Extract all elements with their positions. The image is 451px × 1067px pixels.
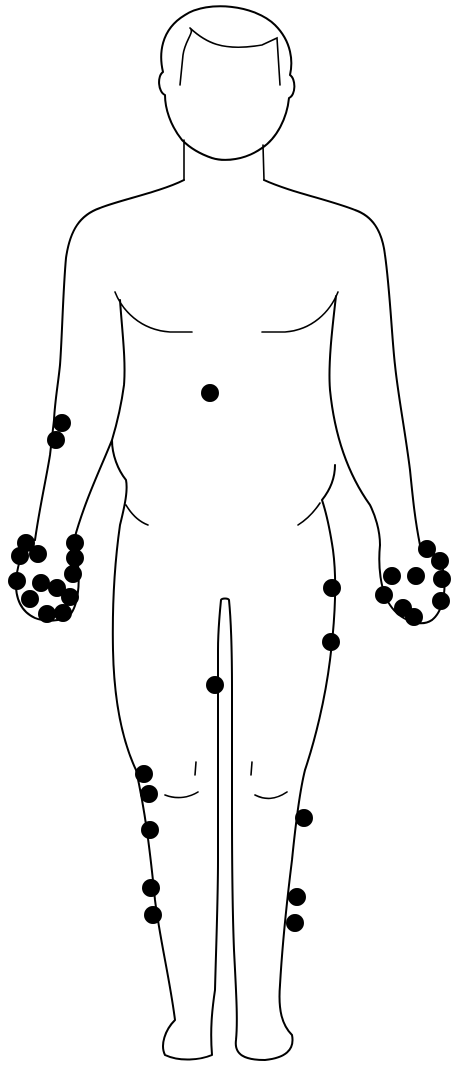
marker-dot: [11, 547, 29, 565]
marker-dot: [53, 414, 71, 432]
marker-dot: [322, 633, 340, 651]
hip-crease-left: [298, 503, 320, 525]
marker-dot: [286, 914, 304, 932]
marker-dot: [201, 384, 219, 402]
marker-dot: [135, 765, 153, 783]
marker-dot: [32, 574, 50, 592]
marker-dot: [405, 608, 423, 626]
knee-line-right: [165, 762, 198, 798]
marker-dot: [407, 567, 425, 585]
marker-dot: [431, 552, 449, 570]
hair-line: [180, 28, 280, 85]
marker-dot: [54, 604, 72, 622]
marker-dot: [61, 588, 79, 606]
knee-line-left: [251, 762, 287, 798]
marker-dot: [47, 431, 65, 449]
chest-line-left: [262, 292, 338, 332]
hip-crease-right: [126, 505, 148, 525]
head-outline: [159, 6, 294, 160]
marker-dot: [64, 565, 82, 583]
marker-dot: [141, 821, 159, 839]
marker-dot: [142, 879, 160, 897]
marker-dot: [29, 545, 47, 563]
marker-dot: [38, 605, 56, 623]
marker-dot: [8, 572, 26, 590]
marker-dot: [21, 590, 39, 608]
marker-dot: [383, 567, 401, 585]
body-outline: [16, 6, 445, 1060]
marker-dot: [433, 570, 451, 588]
marker-dot: [206, 676, 224, 694]
marker-dot: [140, 785, 158, 803]
marker-dot: [295, 809, 313, 827]
marker-layer: [8, 384, 451, 932]
body-silhouette: [35, 180, 420, 1060]
marker-dot: [375, 586, 393, 604]
chest-line-right: [115, 292, 192, 332]
marker-dot: [288, 888, 306, 906]
marker-dot: [66, 549, 84, 567]
marker-dot: [323, 579, 341, 597]
marker-dot: [432, 592, 450, 610]
marker-dot: [144, 906, 162, 924]
